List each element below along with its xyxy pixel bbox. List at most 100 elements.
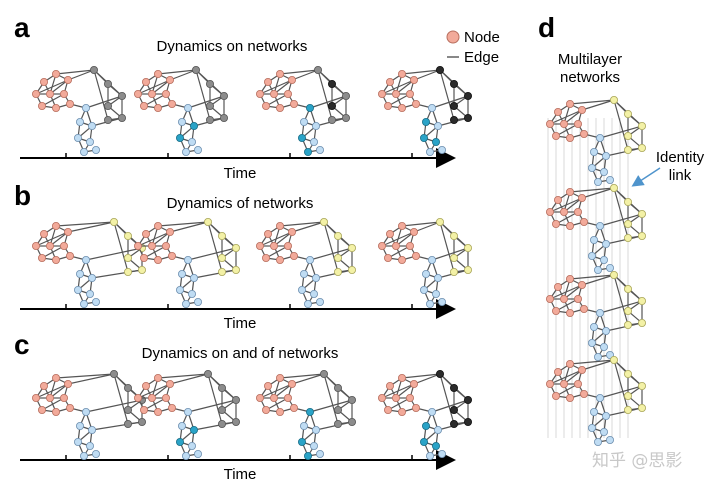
network-edge bbox=[55, 221, 115, 227]
network-edge bbox=[599, 300, 643, 314]
network-edge bbox=[317, 69, 333, 121]
identity-link-label-line2: link bbox=[669, 167, 692, 184]
network-edge bbox=[193, 421, 237, 431]
network-node bbox=[52, 221, 61, 230]
network-node bbox=[546, 294, 555, 303]
network-node bbox=[385, 78, 394, 87]
network-node bbox=[175, 285, 184, 294]
network-node bbox=[600, 255, 609, 264]
network-node bbox=[205, 116, 214, 125]
network-node bbox=[92, 449, 101, 458]
network-node bbox=[638, 381, 647, 390]
time-label-a: Time bbox=[224, 165, 257, 182]
network-edge bbox=[431, 247, 469, 261]
network-node bbox=[437, 297, 446, 306]
network-node bbox=[437, 449, 446, 458]
network-node bbox=[76, 118, 85, 127]
network-node bbox=[133, 241, 142, 250]
snapshot-c-1 bbox=[32, 369, 146, 460]
network-node bbox=[552, 131, 561, 140]
network-node bbox=[546, 207, 555, 216]
network-node bbox=[189, 122, 198, 131]
network-node bbox=[560, 379, 569, 388]
watermark-text: 知乎 @思影 bbox=[592, 451, 682, 471]
network-node bbox=[397, 407, 406, 416]
network-node bbox=[66, 403, 75, 412]
network-node bbox=[624, 284, 633, 293]
network-node bbox=[82, 255, 91, 264]
network-node bbox=[40, 229, 49, 238]
network-node bbox=[52, 407, 61, 416]
network-node bbox=[153, 221, 162, 230]
panel-letter-a: a bbox=[14, 12, 30, 43]
network-node bbox=[606, 263, 615, 272]
network-node bbox=[66, 100, 75, 109]
network-node bbox=[165, 227, 174, 236]
time-label-c: Time bbox=[224, 466, 257, 483]
network-node bbox=[463, 92, 472, 101]
network-node bbox=[177, 269, 186, 278]
network-node bbox=[347, 417, 356, 426]
network-node bbox=[419, 133, 428, 142]
network-node bbox=[255, 241, 264, 250]
network-edge bbox=[605, 322, 643, 332]
network-node bbox=[305, 104, 314, 113]
network-node bbox=[183, 407, 192, 416]
network-node bbox=[141, 381, 150, 390]
network-node bbox=[153, 70, 162, 79]
network-node bbox=[205, 80, 214, 89]
panel-letter-c: c bbox=[14, 329, 30, 360]
network-edge bbox=[605, 235, 643, 245]
network-node bbox=[552, 391, 561, 400]
network-node bbox=[596, 308, 605, 317]
network-node bbox=[76, 269, 85, 278]
network-node bbox=[588, 163, 597, 172]
network-node bbox=[90, 66, 99, 75]
network-node bbox=[588, 338, 597, 347]
network-node bbox=[66, 251, 75, 260]
network-node bbox=[624, 233, 633, 242]
network-node bbox=[333, 253, 342, 262]
panel-letter-d: d bbox=[538, 12, 555, 43]
network-edge bbox=[67, 373, 115, 385]
network-edge bbox=[599, 125, 643, 139]
network-node bbox=[124, 253, 133, 262]
network-node bbox=[217, 383, 226, 392]
network-node bbox=[397, 104, 406, 113]
network-node bbox=[104, 80, 113, 89]
network-edge bbox=[309, 247, 353, 261]
network-node bbox=[88, 122, 97, 131]
layer-4 bbox=[546, 355, 647, 446]
network-node bbox=[124, 383, 133, 392]
network-node bbox=[231, 395, 240, 404]
network-node bbox=[566, 393, 575, 402]
network-node bbox=[433, 122, 442, 131]
network-node bbox=[110, 369, 119, 378]
network-node bbox=[578, 106, 587, 115]
network-node bbox=[263, 229, 272, 238]
network-edge bbox=[581, 99, 615, 111]
network-node bbox=[187, 137, 196, 146]
network-node bbox=[574, 207, 583, 216]
network-node bbox=[602, 326, 611, 335]
network-node bbox=[602, 239, 611, 248]
network-node bbox=[52, 373, 61, 382]
network-node bbox=[600, 427, 609, 436]
network-edge bbox=[581, 359, 615, 371]
network-node bbox=[46, 90, 55, 99]
network-node bbox=[219, 114, 228, 123]
network-node bbox=[147, 241, 156, 250]
network-edge bbox=[581, 274, 615, 286]
network-node bbox=[431, 289, 440, 298]
network-edge bbox=[157, 221, 209, 227]
network-node bbox=[425, 299, 434, 308]
layer-1 bbox=[546, 96, 647, 186]
network-node bbox=[231, 265, 240, 274]
network-node bbox=[124, 405, 133, 414]
network-node bbox=[421, 118, 430, 127]
network-edge bbox=[413, 373, 441, 385]
network-node bbox=[383, 253, 392, 262]
network-edge bbox=[439, 373, 455, 425]
network-node bbox=[397, 255, 406, 264]
network-node bbox=[217, 419, 226, 428]
